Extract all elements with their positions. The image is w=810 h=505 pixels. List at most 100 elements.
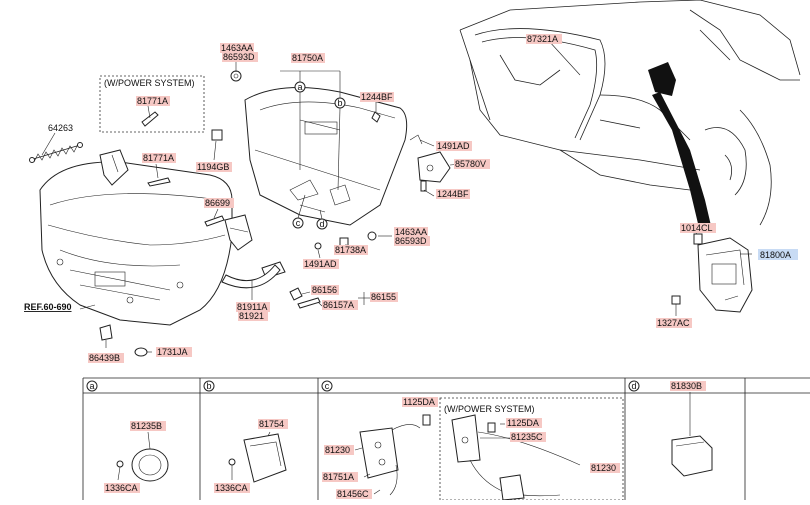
label-1336CA-a: 1336CA <box>104 483 140 493</box>
label-81921: 81921 <box>238 311 268 321</box>
svg-text:86156: 86156 <box>312 285 337 295</box>
label-power-system-2: (W/POWER SYSTEM) <box>444 404 535 414</box>
svg-text:1125DA: 1125DA <box>403 397 435 407</box>
svg-text:1731JA: 1731JA <box>157 347 188 357</box>
svg-text:b: b <box>337 98 342 108</box>
svg-text:81771A: 81771A <box>143 153 174 163</box>
svg-text:86439B: 86439B <box>89 353 120 363</box>
svg-text:1244BF: 1244BF <box>437 189 469 199</box>
label-1327AC: 1327AC <box>656 318 692 328</box>
svg-text:1194GB: 1194GB <box>197 162 229 172</box>
label-81230-1: 81230 <box>324 445 354 455</box>
svg-text:81235C: 81235C <box>511 432 543 442</box>
label-1125DA-1: 1125DA <box>402 397 438 407</box>
label-1194GB: 1194GB <box>196 162 232 172</box>
label-1014CL: 1014CL <box>680 223 716 233</box>
label-81235B: 81235B <box>130 421 166 431</box>
svg-text:86157A: 86157A <box>323 300 354 310</box>
label-81738A: 81738A <box>334 245 368 255</box>
label-1125DA-2: 1125DA <box>506 418 542 428</box>
svg-text:81738A: 81738A <box>335 245 366 255</box>
callout-d-marker: d <box>316 209 328 230</box>
right-hinge <box>224 214 253 251</box>
svg-text:81800A: 81800A <box>760 250 791 260</box>
trunk-latch-actuator <box>697 237 753 313</box>
label-86439B: 86439B <box>88 353 124 363</box>
svg-text:1014CL: 1014CL <box>681 223 713 233</box>
label-81750A: 81750A <box>291 53 325 63</box>
callout-a-marker: a <box>294 81 306 170</box>
svg-text:86593D: 86593D <box>395 236 427 246</box>
label-ref: REF.60-690 <box>24 302 72 312</box>
svg-text:81751A: 81751A <box>323 472 354 482</box>
svg-text:1463AA: 1463AA <box>221 43 253 53</box>
section-a-header: a <box>89 381 94 391</box>
label-1463AA-mid: 1463AA <box>394 227 428 237</box>
svg-text:1336CA: 1336CA <box>215 483 248 493</box>
svg-text:81754: 81754 <box>259 419 284 429</box>
label-1336CA-b: 1336CA <box>214 483 250 493</box>
section-b-header: b <box>206 381 211 391</box>
label-86157A: 86157A <box>322 300 358 310</box>
svg-text:1327AC: 1327AC <box>657 318 690 328</box>
label-86155: 86155 <box>370 292 398 302</box>
leader-lines <box>41 39 752 353</box>
label-64263: 64263 <box>48 123 73 133</box>
svg-text:c: c <box>296 218 301 228</box>
label-85780V: 85780V <box>454 159 490 169</box>
part-labels: 1463AA 86593D 81750A 87321A (W/POWER SYS… <box>24 34 798 499</box>
car-illustration <box>459 0 801 232</box>
svg-text:81830B: 81830B <box>671 381 702 391</box>
svg-text:1491AD: 1491AD <box>304 259 337 269</box>
label-81456C: 81456C <box>336 489 372 499</box>
detail-table: a b c d <box>82 377 810 501</box>
small-parts-left <box>99 70 321 357</box>
label-1491AD-2: 1491AD <box>303 259 339 269</box>
svg-text:86699: 86699 <box>205 198 230 208</box>
section-c-header: c <box>325 381 330 391</box>
trunk-lid <box>39 161 233 326</box>
svg-text:1125DA: 1125DA <box>507 418 539 428</box>
callout-b-marker: b <box>334 97 346 191</box>
svg-text:86155: 86155 <box>371 292 396 302</box>
label-81235C: 81235C <box>510 432 546 442</box>
label-1731JA: 1731JA <box>156 347 192 357</box>
svg-text:64263: 64263 <box>48 123 73 133</box>
svg-text:(W/POWER SYSTEM): (W/POWER SYSTEM) <box>444 404 535 414</box>
svg-text:d: d <box>319 219 324 229</box>
svg-text:87321A: 87321A <box>527 34 558 44</box>
label-81754: 81754 <box>258 419 288 429</box>
svg-text:81921: 81921 <box>239 311 264 321</box>
svg-text:1244BF: 1244BF <box>361 92 393 102</box>
svg-text:81771A: 81771A <box>137 96 168 106</box>
svg-text:86593D: 86593D <box>223 52 255 62</box>
label-86156: 86156 <box>311 285 339 295</box>
label-1463AA-top: 1463AA <box>220 43 254 53</box>
label-81800A: 81800A <box>758 249 798 260</box>
label-86593D-mid: 86593D <box>394 236 430 246</box>
svg-text:81911A: 81911A <box>237 302 267 312</box>
label-1491AD-1: 1491AD <box>436 141 472 151</box>
svg-text:81456C: 81456C <box>337 489 369 499</box>
label-87321A: 87321A <box>526 34 562 44</box>
label-81911A: 81911A <box>236 302 270 312</box>
svg-text:1336CA: 1336CA <box>105 483 138 493</box>
svg-text:1491AD: 1491AD <box>437 141 470 151</box>
left-hinge <box>99 149 129 186</box>
label-1244BF-1: 1244BF <box>360 92 394 102</box>
svg-text:(W/POWER SYSTEM): (W/POWER SYSTEM) <box>104 78 195 88</box>
svg-text:81750A: 81750A <box>292 53 323 63</box>
svg-text:81230: 81230 <box>591 463 616 473</box>
svg-text:85780V: 85780V <box>455 159 486 169</box>
svg-text:81235B: 81235B <box>131 421 162 431</box>
svg-text:a: a <box>297 82 302 92</box>
label-81771A-2: 81771A <box>142 153 176 163</box>
power-system-box-1 <box>99 75 205 133</box>
label-power-system-1: (W/POWER SYSTEM) <box>104 78 195 88</box>
label-86593D-top: 86593D <box>222 52 258 62</box>
label-81751A: 81751A <box>322 472 358 482</box>
latch-85780V <box>409 134 451 183</box>
label-81830B: 81830B <box>670 381 706 391</box>
